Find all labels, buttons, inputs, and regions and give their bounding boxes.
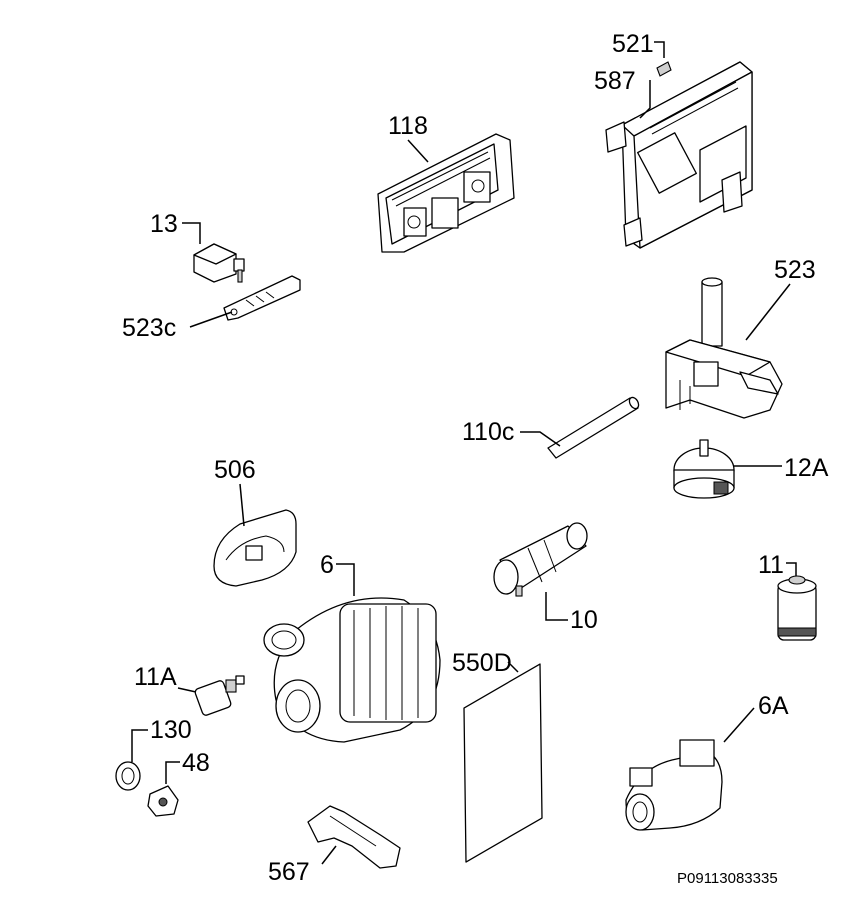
part-506-holder[interactable] — [213, 509, 297, 587]
part-6-circulation-pump[interactable] — [263, 597, 441, 743]
part-550d-document[interactable] — [463, 663, 543, 863]
part-labels: 521 587 118 13 523c 523 110c 12A 506 6 1… — [122, 30, 829, 887]
part-118-electronic-module[interactable] — [377, 133, 515, 253]
label-10: 10 — [570, 606, 598, 634]
label-587: 587 — [594, 67, 636, 95]
label-6a: 6A — [758, 692, 789, 720]
part-523-assembly[interactable] — [665, 277, 783, 419]
leader-lines — [131, 41, 797, 865]
part-523c-bracket[interactable] — [223, 275, 301, 321]
label-506: 506 — [214, 456, 256, 484]
label-130: 130 — [150, 716, 192, 744]
label-12a: 12A — [784, 454, 829, 482]
part-13-switch[interactable] — [193, 243, 245, 283]
part-11a-valve[interactable] — [194, 675, 245, 716]
label-13: 13 — [150, 210, 178, 238]
part-10-component[interactable] — [493, 522, 588, 597]
label-110c: 110c — [462, 418, 514, 446]
label-11a: 11A — [134, 663, 177, 691]
part-48-nut[interactable] — [147, 785, 179, 817]
part-567-bracket[interactable] — [307, 805, 401, 869]
label-523: 523 — [774, 256, 816, 284]
label-550d: 550D — [452, 649, 512, 677]
label-521: 521 — [612, 30, 654, 58]
label-567: 567 — [268, 858, 310, 886]
label-118: 118 — [388, 112, 428, 140]
label-48: 48 — [182, 749, 210, 777]
part-587-control-board[interactable] — [605, 61, 753, 249]
part-12a-pressure-switch[interactable] — [673, 439, 735, 499]
part-521[interactable] — [656, 61, 672, 77]
part-11-canister[interactable] — [777, 575, 817, 641]
label-6: 6 — [320, 551, 334, 579]
label-523c: 523c — [122, 314, 176, 342]
label-11: 11 — [758, 551, 784, 579]
part-110c-tube[interactable] — [547, 396, 640, 459]
part-6a-drain-pump[interactable] — [625, 739, 723, 831]
part-130-seal[interactable] — [115, 761, 141, 791]
drawing-code: P09113083335 — [677, 870, 778, 887]
